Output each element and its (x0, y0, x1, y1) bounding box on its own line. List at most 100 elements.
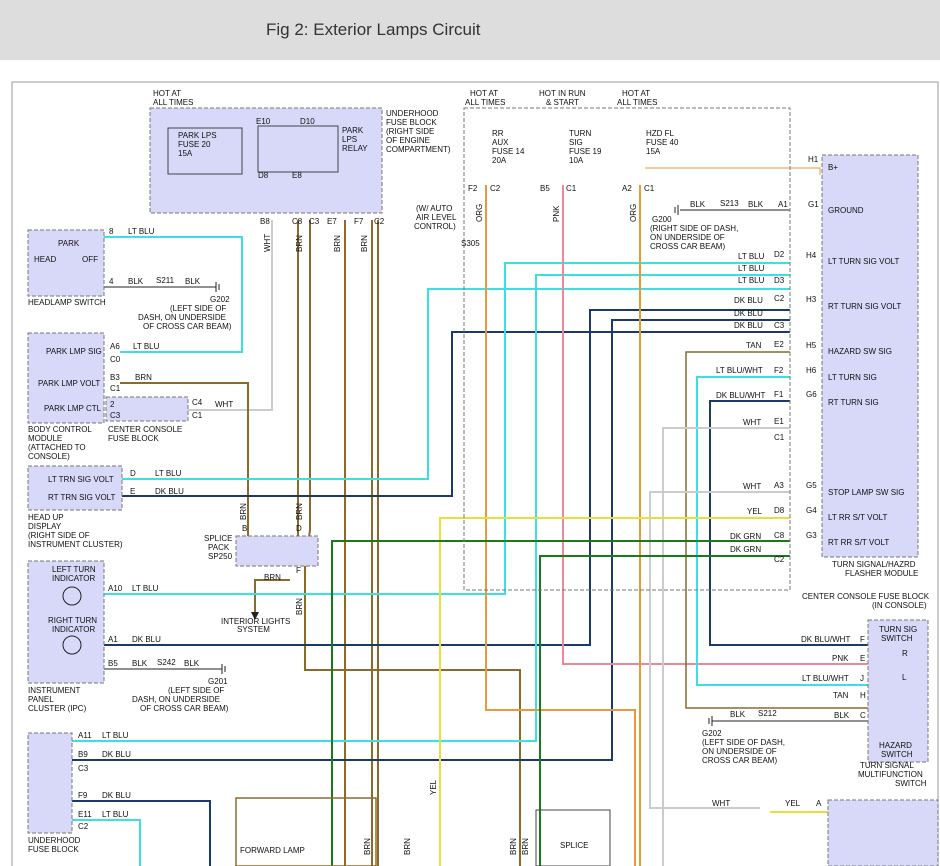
diagram-label: RT TRN SIG VOLT (48, 493, 116, 502)
diagram-label: (LEFT SIDE OF (170, 304, 226, 313)
diagram-label: 10A (569, 156, 584, 165)
diagram-label: H3 (806, 295, 817, 304)
diagram-label: D (296, 524, 302, 533)
diagram-label: BRN (360, 235, 369, 252)
wire-tan-hazard (685, 351, 868, 709)
diagram-label: DISPLAY (28, 522, 62, 531)
diagram-label: HOT AT (622, 89, 650, 98)
diagram-label: WHT (712, 799, 730, 808)
diagram-label: DASH, ON UNDERSIDE (132, 695, 220, 704)
figure-header: Fig 2: Exterior Lamps Circuit (0, 0, 940, 60)
diagram-label: 15A (646, 147, 661, 156)
diagram-label: RT RR S/T VOLT (828, 538, 889, 547)
ipc-box (27, 560, 105, 684)
diagram-label: C2 (774, 294, 785, 303)
diagram-label: PARK LMP CTL (44, 404, 102, 413)
diagram-label: D10 (300, 117, 315, 126)
diagram-label: LT TURN SIG (828, 373, 877, 382)
diagram-label: A1 (778, 200, 788, 209)
diagram-label: DK BLU (734, 296, 763, 305)
wire-brn-bcm (120, 382, 249, 536)
diagram-label: E (860, 654, 865, 663)
center-console-fuse-block-outline (463, 107, 791, 591)
wire-dk-grn-c2 (539, 555, 790, 866)
diagram-label: AIR LEVEL (416, 213, 457, 222)
diagram-label: LT BLU/WHT (716, 366, 763, 375)
diagram-label: WHT (215, 400, 233, 409)
diagram-label: INSTRUMENT (28, 686, 81, 695)
diagram-label: CONTROL) (414, 222, 456, 231)
diagram-label: (IN CONSOLE) (872, 601, 927, 610)
diagram-label: S305 (461, 239, 480, 248)
diagram-label: WHT (743, 482, 761, 491)
diagram-label: BLK (690, 200, 706, 209)
diagram-label: UNDERHOOD (28, 836, 81, 845)
diagram-label: C4 (192, 398, 203, 407)
diagram-label: FLASHER MODULE (845, 569, 918, 578)
diagram-label: C3 (774, 321, 785, 330)
diagram-label: FUSE BLOCK (386, 118, 437, 127)
diagram-label: BLK (128, 277, 144, 286)
diagram-label: S211 (156, 276, 175, 285)
diagram-label: BLK (132, 659, 148, 668)
diagram-label: S242 (157, 658, 176, 667)
diagram-label: (W/ AUTO (416, 204, 452, 213)
diagram-label: S212 (758, 709, 777, 718)
diagram-label: PNK (832, 654, 849, 663)
diagram-label: A (816, 799, 822, 808)
wire-lt-blu-e11 (72, 819, 141, 866)
diagram-label: ON UNDERSIDE OF (702, 747, 777, 756)
diagram-label: MULTIFUNCTION (858, 770, 923, 779)
diagram-label: BODY CONTROL (28, 425, 92, 434)
wire-lt-blu-hud (122, 288, 790, 480)
diagram-label: AUX (492, 138, 509, 147)
diagram-label: RIGHT TURN (48, 616, 97, 625)
diagram-label: C3 (110, 411, 121, 420)
diagram-label: A3 (774, 481, 784, 490)
diagram-label: LT BLU (738, 276, 765, 285)
diagram-label: B5 (540, 184, 550, 193)
diagram-label: SPLICE (560, 841, 588, 850)
diagram-label: C2 (78, 822, 89, 831)
diagram-label: A6 (110, 342, 120, 351)
diagram-label: B (242, 524, 247, 533)
diagram-label: YEL (429, 779, 438, 795)
diagram-label: CENTER CONSOLE (108, 425, 182, 434)
diagram-label: OF CROSS CAR BEAM) (140, 704, 229, 713)
diagram-label: 20A (492, 156, 507, 165)
turn-signal-flasher-box (821, 154, 919, 558)
diagram-label: SPLICE (204, 534, 232, 543)
diagram-label: A11 (78, 731, 92, 740)
diagram-label: B9 (78, 750, 88, 759)
diagram-label: SIG (569, 138, 583, 147)
center-console-small-box (105, 396, 189, 422)
diagram-label: LT BLU (128, 227, 155, 236)
diagram-label: F2 (468, 184, 478, 193)
diagram-label: BRN (403, 838, 412, 855)
wire-wht-e1 (662, 427, 790, 866)
diagram-label: PARK (58, 239, 80, 248)
diagram-label: BRN (135, 373, 152, 382)
diagram-label: TAN (746, 341, 762, 350)
diagram-label: HEAD (34, 255, 56, 264)
diagram-label: D (130, 469, 136, 478)
diagram-label: F2 (774, 366, 784, 375)
wire-dk-blu-hud (122, 331, 790, 497)
diagram-label: BRN (239, 503, 248, 520)
diagram-label: A2 (622, 184, 632, 193)
diagram-label: C2 (490, 184, 501, 193)
diagram-label: PNK (552, 205, 561, 222)
diagram-label: A10 (108, 584, 123, 593)
diagram-label: 4 (109, 277, 114, 286)
diagram-label: HAZARD (879, 741, 912, 750)
diagram-label: ORG (629, 204, 638, 222)
diagram-label: E8 (292, 171, 302, 180)
diagram-label: H4 (806, 251, 817, 260)
diagram-label: CROSS CAR BEAM) (650, 242, 725, 251)
diagram-label: B+ (828, 163, 838, 172)
turn-sig-switch-box (867, 619, 929, 763)
diagram-label: HOT AT (470, 89, 498, 98)
diagram-label: BLK (834, 711, 850, 720)
park-relay-box (257, 125, 339, 173)
headlamp-switch-box (27, 229, 105, 297)
